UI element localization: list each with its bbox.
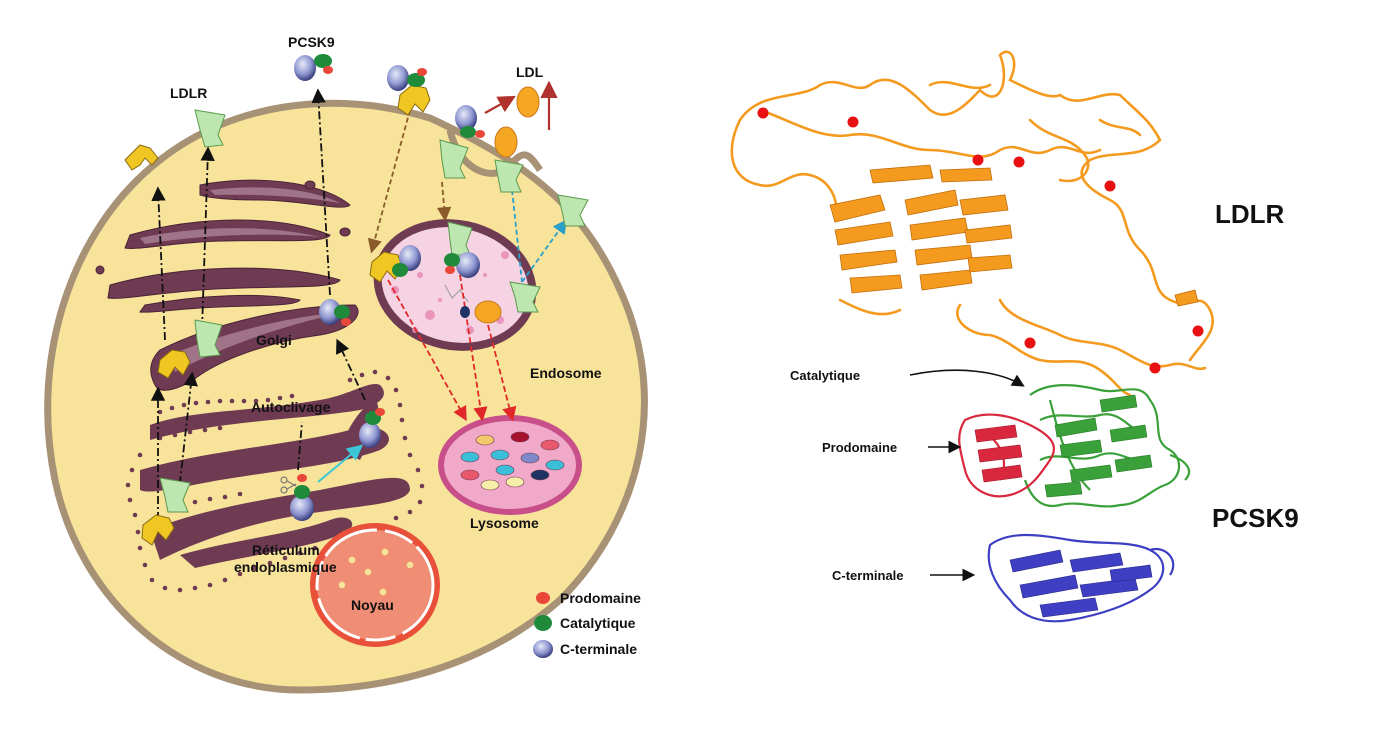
ldlr-receptor xyxy=(194,109,226,148)
label-ldlr-cell: LDLR xyxy=(170,85,207,101)
ldl-particles xyxy=(474,86,540,324)
ldlr-receptor xyxy=(439,139,469,179)
structure-diagram: LDLR PCSK9 Catalytique Prodomaine C-term… xyxy=(730,50,1299,623)
label-pcsk9-structure: PCSK9 xyxy=(1212,503,1299,533)
ldlr-calcium-sites xyxy=(757,107,1204,374)
label-endosome: Endosome xyxy=(530,365,602,381)
legend-label-prodomaine: Prodomaine xyxy=(560,590,641,606)
label-ldl: LDL xyxy=(516,64,544,80)
ldlr-receptor xyxy=(159,477,191,513)
ldlr-structure xyxy=(730,50,1214,397)
scissors-icon xyxy=(280,476,297,494)
legend-label-cterminale: C-terminale xyxy=(560,641,637,657)
lysosome xyxy=(438,415,582,515)
ldlr-receptor xyxy=(447,221,473,256)
label-prodomaine-structure: Prodomaine xyxy=(822,440,897,455)
label-golgi: Golgi xyxy=(256,332,292,348)
label-pcsk9-secreted: PCSK9 xyxy=(288,34,335,50)
pcsk9-complex-golgi xyxy=(319,299,351,326)
cell-diagram: Prodomaine Catalytique C-terminale xyxy=(44,34,648,694)
pcsk9-prodomain xyxy=(958,413,1055,498)
label-cterminale-structure: C-terminale xyxy=(832,568,904,583)
recycling-arrows xyxy=(511,189,568,283)
pcsk9-complexes xyxy=(280,54,485,521)
pcsk9-complex-endosome-left xyxy=(392,245,421,277)
legend-label-catalytique: Catalytique xyxy=(560,615,636,631)
ldl-particle xyxy=(474,300,502,324)
legend-item-prodomaine: Prodomaine xyxy=(536,590,641,606)
ldlr-yellow xyxy=(141,514,175,546)
pcsk9-complex-er xyxy=(290,474,314,521)
pcsk9-complex-secreted xyxy=(294,54,333,81)
ldl-particle xyxy=(516,86,540,118)
ldl-release-arrow xyxy=(484,95,516,114)
ldlr-bound-shapes xyxy=(124,84,431,546)
pcsk9-complex-er-exit xyxy=(359,408,385,448)
label-reticulum-line1: Réticulum xyxy=(252,542,320,558)
label-autoclivage: Autoclivage xyxy=(251,399,331,415)
pcsk9-cterminal-domain xyxy=(987,533,1175,623)
ldlr-receptor xyxy=(494,159,524,193)
legend-item-cterminale: C-terminale xyxy=(533,640,637,658)
ldlr-yellow xyxy=(124,144,159,171)
label-ldlr-structure: LDLR xyxy=(1215,199,1285,229)
degraded-fragment xyxy=(460,306,470,318)
structure-pointer-arrows xyxy=(909,369,1025,582)
pcsk9-catalytic-domain xyxy=(1023,383,1191,508)
label-reticulum-line2: endoplasmique xyxy=(234,559,337,575)
golgi-apparatus xyxy=(95,179,359,391)
ldlr-receptor xyxy=(557,194,589,227)
ldlr-receptor xyxy=(194,319,223,358)
degradation-arrows xyxy=(387,274,517,422)
ldlr-beta-propeller xyxy=(829,164,1199,307)
label-catalytique-structure: Catalytique xyxy=(790,368,860,383)
label-lysosome: Lysosome xyxy=(470,515,539,531)
legend: Prodomaine Catalytique C-terminale xyxy=(533,590,641,658)
ldlr-receptors xyxy=(159,109,589,513)
endoplasmic-reticulum xyxy=(125,369,425,593)
pcsk9-complex-membrane xyxy=(387,65,427,91)
nucleus xyxy=(310,523,440,647)
autoclivage-arrow xyxy=(317,444,364,483)
label-noyau: Noyau xyxy=(351,597,394,613)
endocytosis-arrows xyxy=(367,109,452,254)
ldlr-receptor xyxy=(509,281,541,313)
pcsk9-complex-endosome-mid xyxy=(444,252,480,278)
ldlr-yellow xyxy=(157,349,191,379)
ldl-particle xyxy=(494,126,518,158)
catalytique-pointer xyxy=(909,369,1025,387)
secretory-pathway-arrows xyxy=(150,88,366,520)
pcsk9-complex-pit xyxy=(455,105,485,138)
legend-item-catalytique: Catalytique xyxy=(534,615,636,631)
